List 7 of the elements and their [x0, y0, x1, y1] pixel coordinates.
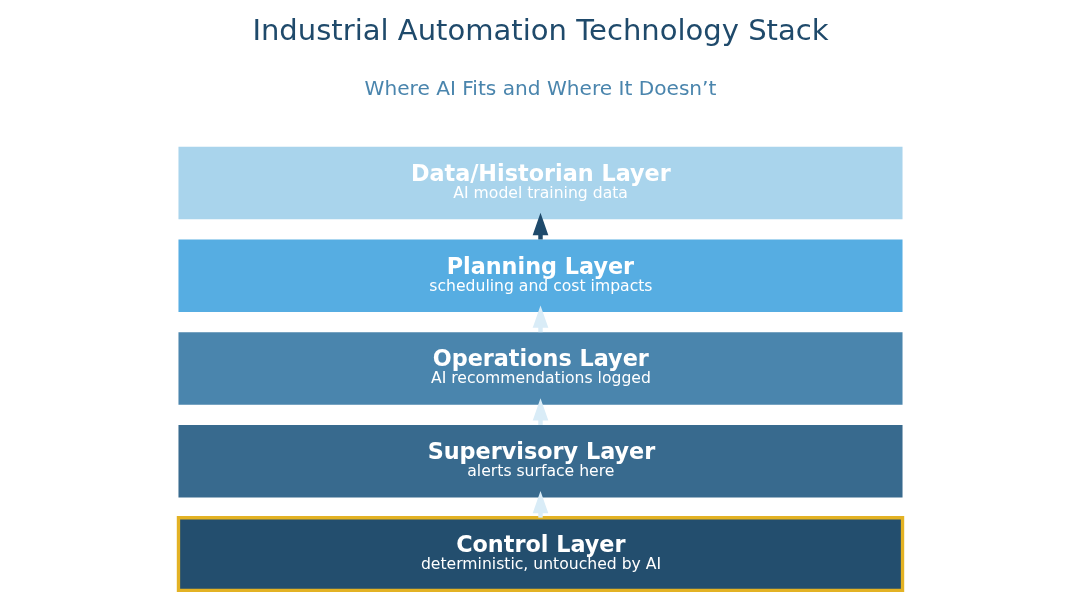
node-box: Operations Layer AI recommendations logged [177, 332, 903, 405]
node-box: Control Layer deterministic, untouched by AI [176, 516, 904, 592]
node-box: Planning Layer scheduling and cost impacts [177, 239, 903, 313]
node-box: Supervisory Layer alerts surface here [177, 424, 903, 498]
label: Where AI Fits and Where It Doesn’t [364, 76, 716, 101]
node-box: Data/Historian Layer AI model training data [177, 146, 903, 220]
diagram-title: Industrial Automation Technology Stack [251, 13, 829, 48]
